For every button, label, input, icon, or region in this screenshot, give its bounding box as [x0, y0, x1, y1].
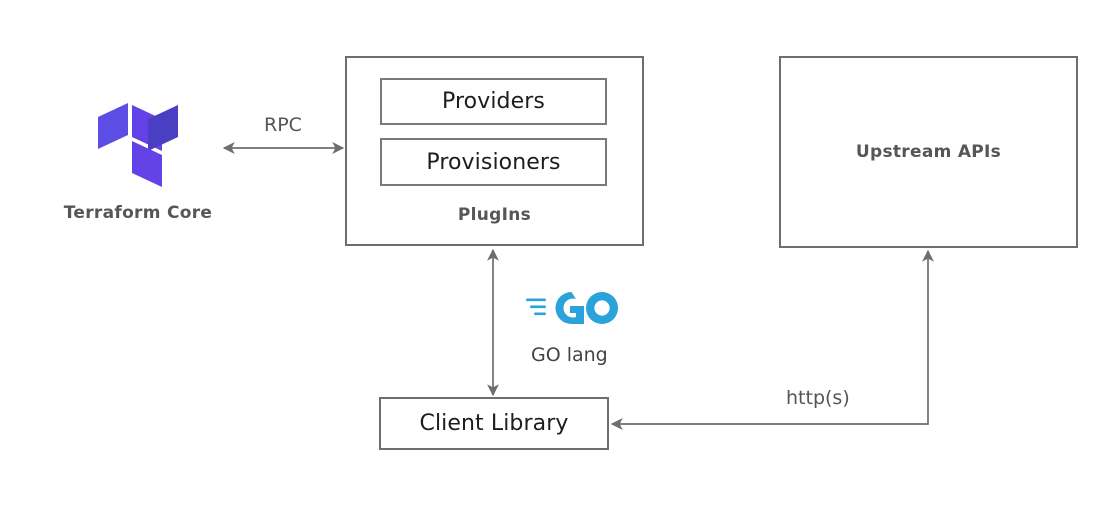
- providers-label: Providers: [442, 89, 545, 114]
- terraform-core-label: Terraform Core: [63, 203, 213, 223]
- edge-https-path: [610, 249, 934, 430]
- edge-label-rpc: RPC: [264, 114, 302, 136]
- client-library-box[interactable]: Client Library: [379, 397, 609, 450]
- provisioners-label: Provisioners: [426, 149, 561, 175]
- client-library-label: Client Library: [419, 411, 569, 436]
- plugins-label: PlugIns: [457, 205, 532, 225]
- upstream-apis-label: Upstream APIs: [855, 142, 1002, 162]
- terraform-logo-icon: [98, 103, 178, 187]
- provisioners-box[interactable]: Provisioners: [380, 138, 607, 186]
- providers-box[interactable]: Providers: [380, 78, 607, 125]
- go-lang-label: GO lang: [531, 344, 608, 366]
- go-lang-logo-icon: [526, 288, 622, 328]
- upstream-apis-box: [779, 56, 1078, 248]
- upstream-apis-text-wrap: Upstream APIs: [779, 56, 1078, 248]
- edge-label-https: http(s): [786, 387, 850, 409]
